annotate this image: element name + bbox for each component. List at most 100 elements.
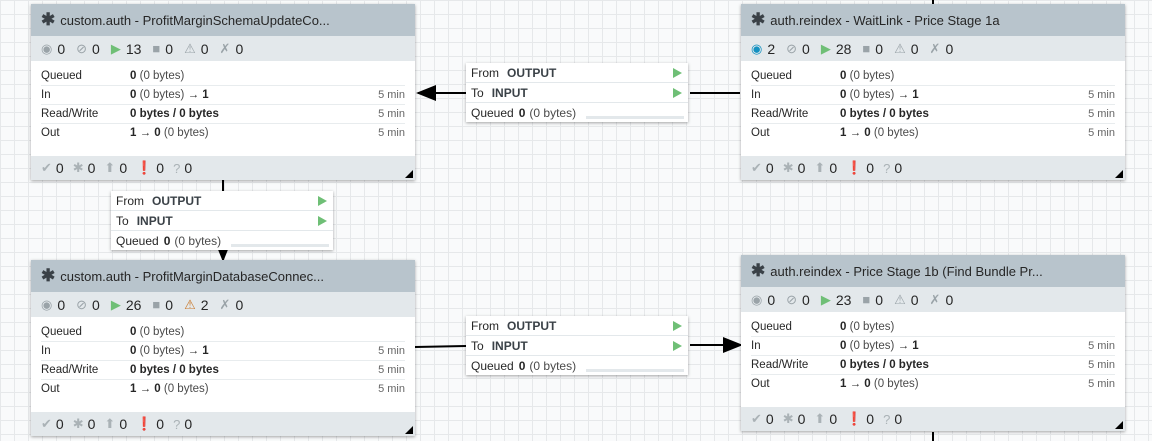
locally-modified-icon: ✱ — [782, 160, 794, 175]
invalid-count: 2 — [200, 296, 209, 313]
up-to-date-count: 0 — [55, 416, 64, 432]
up-to-date-count: 0 — [765, 160, 774, 176]
group-header[interactable]: ✱ custom.auth - ProfitMarginDatabaseConn… — [31, 260, 415, 292]
transmitting-icon: ◉ — [41, 296, 53, 312]
in-arrow: → 1 — [897, 340, 919, 352]
process-group-icon: ✱ — [41, 10, 56, 29]
group-header[interactable]: ✱ custom.auth - ProfitMarginSchemaUpdate… — [31, 4, 415, 36]
to-port: INPUT — [491, 85, 528, 100]
queued-value: 0 — [518, 105, 526, 120]
in-label: In — [751, 89, 761, 101]
invalid-icon: ⚠ — [894, 40, 906, 56]
queued-label: Queued — [116, 233, 159, 248]
process-group-database-connection[interactable]: ✱ custom.auth - ProfitMarginDatabaseConn… — [31, 260, 415, 436]
sync-failure-count: 0 — [894, 160, 903, 176]
sync-failure-count: 0 — [894, 411, 903, 427]
stopped-count: 0 — [875, 40, 884, 57]
out-time: 5 min — [378, 127, 405, 139]
not-transmitting-count: 0 — [92, 40, 100, 57]
transmitting-count: 0 — [767, 291, 776, 308]
queue-progress-bar — [231, 244, 329, 247]
from-port: OUTPUT — [507, 65, 557, 80]
modified-stale-icon: ❗ — [846, 160, 863, 175]
stale-icon: ⬆ — [104, 416, 116, 431]
version-control-bar: ✔0 ✱0 ⬆0 ❗0 ?0 — [31, 412, 415, 436]
out-time: 5 min — [1088, 127, 1115, 139]
to-port: INPUT — [136, 213, 173, 228]
queued-value: 0 — [518, 358, 526, 373]
to-port: INPUT — [491, 338, 528, 353]
in-bytes: (0 bytes) — [139, 89, 185, 101]
out-bytes: (0 bytes) — [873, 378, 919, 390]
queued-bytes: (0 bytes) — [139, 326, 185, 338]
queued-bytes: (0 bytes) — [849, 70, 895, 82]
transmitting-count: 0 — [57, 296, 66, 313]
running-icon: ▶ — [110, 40, 121, 56]
queue-progress-bar — [586, 116, 684, 119]
version-control-bar: ✔0 ✱0 ⬆0 ❗0 ?0 — [31, 156, 415, 180]
stopped-icon: ■ — [862, 41, 871, 56]
resize-corner — [405, 426, 413, 434]
stopped-count: 0 — [165, 40, 174, 57]
transmitting-icon: ◉ — [41, 40, 53, 56]
not-transmitting-icon: ⊘ — [76, 40, 88, 56]
invalid-icon: ⚠ — [184, 296, 196, 312]
modified-stale-count: 0 — [156, 160, 165, 176]
queued-bytes: (0 bytes) — [529, 105, 577, 120]
up-to-date-icon: ✔ — [751, 160, 762, 175]
to-label: To — [471, 338, 484, 353]
from-port: OUTPUT — [507, 318, 557, 333]
from-port: OUTPUT — [152, 193, 202, 208]
stale-count: 0 — [829, 411, 838, 427]
running-icon: ▶ — [820, 40, 831, 56]
out-value: 1 → 0 — [130, 127, 161, 139]
queued-value: 0 — [130, 70, 137, 82]
in-value: 0 — [130, 345, 137, 357]
transmitting-icon: ◉ — [751, 291, 763, 307]
running-icon: ▶ — [820, 291, 831, 307]
version-control-bar: ✔0 ✱0 ⬆0 ❗0 ?0 — [741, 156, 1125, 180]
resize-corner — [405, 170, 413, 178]
read-write-time: 5 min — [378, 364, 405, 376]
not-transmitting-icon: ⊘ — [76, 296, 88, 312]
up-to-date-icon: ✔ — [41, 416, 52, 431]
group-header[interactable]: ✱ auth.reindex - Price Stage 1b (Find Bu… — [741, 255, 1125, 287]
from-label: From — [116, 193, 144, 208]
stale-icon: ⬆ — [104, 160, 116, 175]
stale-icon: ⬆ — [814, 160, 826, 175]
up-to-date-icon: ✔ — [751, 411, 762, 426]
version-control-bar: ✔0 ✱0 ⬆0 ❗0 ?0 — [741, 407, 1125, 431]
out-value: 1 → 0 — [840, 127, 871, 139]
in-label: In — [751, 340, 761, 352]
disabled-icon: ✗ — [929, 291, 941, 307]
read-write-value: 0 bytes / 0 bytes — [130, 108, 219, 120]
process-group-price-stage-1b[interactable]: ✱ auth.reindex - Price Stage 1b (Find Bu… — [741, 255, 1125, 431]
in-time: 5 min — [378, 89, 405, 101]
running-count: 28 — [835, 40, 852, 57]
locally-modified-icon: ✱ — [72, 416, 84, 431]
process-group-waitlink[interactable]: ✱ auth.reindex - WaitLink - Price Stage … — [741, 4, 1125, 180]
group-stats-bar: ◉2 ⊘0 ▶28 ■0 ⚠0 ✗0 — [741, 36, 1125, 61]
modified-stale-icon: ❗ — [136, 160, 153, 175]
in-arrow: → 1 — [187, 89, 209, 101]
invalid-count: 0 — [200, 40, 209, 57]
invalid-count: 0 — [910, 40, 919, 57]
out-bytes: (0 bytes) — [873, 127, 919, 139]
running-icon: ▶ — [110, 296, 121, 312]
process-group-schema-update[interactable]: ✱ custom.auth - ProfitMarginSchemaUpdate… — [31, 4, 415, 180]
resize-corner — [1115, 421, 1123, 429]
out-time: 5 min — [1088, 378, 1115, 390]
group-header[interactable]: ✱ auth.reindex - WaitLink - Price Stage … — [741, 4, 1125, 36]
sync-failure-icon: ? — [173, 160, 181, 176]
read-write-value: 0 bytes / 0 bytes — [130, 364, 219, 376]
queued-label: Queued — [751, 321, 792, 333]
queued-label: Queued — [41, 70, 82, 82]
modified-stale-count: 0 — [866, 160, 875, 176]
out-value: 1 → 0 — [130, 383, 161, 395]
group-title: custom.auth - ProfitMarginDatabaseConnec… — [60, 268, 324, 284]
sync-failure-count: 0 — [184, 160, 193, 176]
transmitting-icon: ◉ — [751, 40, 763, 56]
